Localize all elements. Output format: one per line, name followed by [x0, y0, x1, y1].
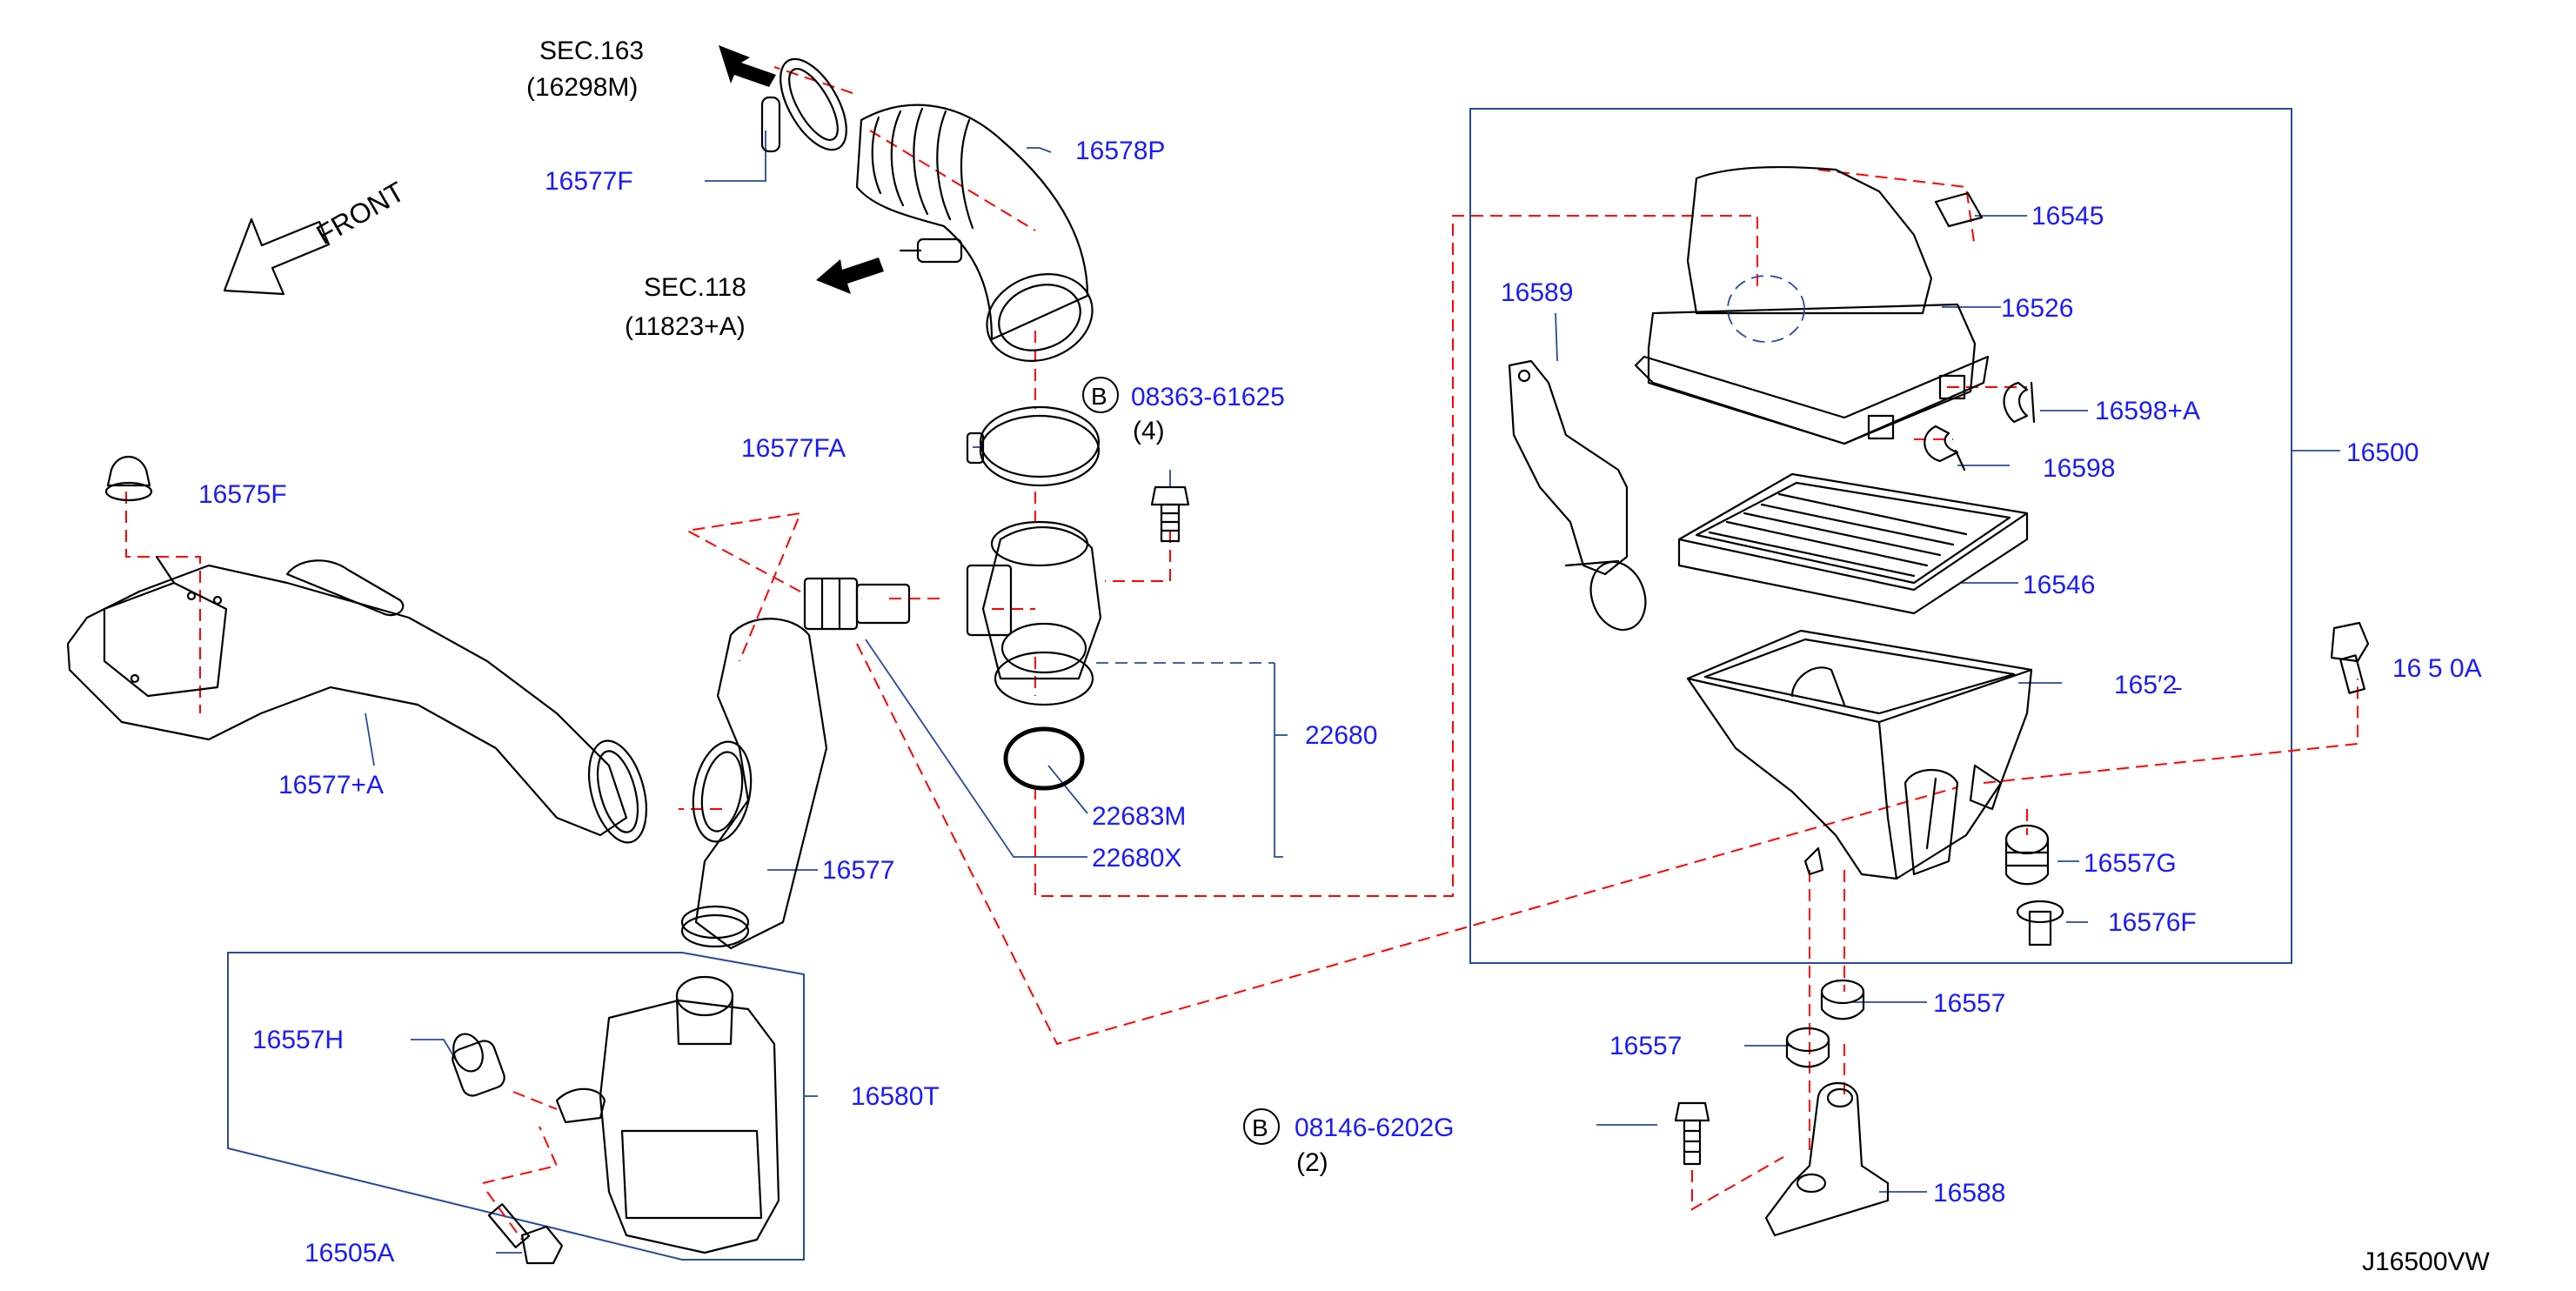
grommet-16557H — [452, 1033, 505, 1097]
label-22683M[interactable]: 22683M — [1092, 802, 1186, 831]
air-cleaner-cover-16526 — [1634, 165, 1990, 445]
label-16528[interactable]: 165′2̵ — [2114, 671, 2182, 699]
label-16577FA[interactable]: 16577FA — [741, 434, 846, 463]
insulator-16557G — [2004, 824, 2050, 886]
bolt-16500A — [2330, 621, 2370, 694]
label-16557-upper[interactable]: 16557 — [1933, 989, 2005, 1018]
label-16545 — [1934, 191, 1984, 228]
label-16589[interactable]: 16589 — [1501, 278, 1573, 307]
label-16588[interactable]: 16588 — [1933, 1179, 2005, 1207]
label-16545[interactable]: 16545 — [2031, 202, 2104, 231]
clip-16598 — [1924, 425, 1966, 472]
label-16580T[interactable]: 16580T — [851, 1082, 940, 1111]
bolt-symbol-08146: B — [1243, 1108, 1280, 1145]
hose-clamp-16577F — [760, 57, 847, 153]
bracket-16589 — [1508, 359, 1647, 632]
label-16557G[interactable]: 16557G — [2084, 849, 2177, 878]
o-ring-22683M — [1003, 726, 1085, 791]
resonator-16580T — [555, 975, 780, 1254]
label-16505A[interactable]: 16505A — [304, 1239, 394, 1268]
clip-16598A — [2003, 381, 2036, 424]
front-label: FRONT — [311, 176, 410, 251]
diagram-code: J16500VW — [2362, 1248, 2490, 1276]
leader-lines — [365, 130, 2340, 1254]
label-22680[interactable]: 22680 — [1305, 721, 1377, 750]
air-duct-16577A — [66, 555, 647, 844]
front-direction-arrow: FRONT — [223, 176, 410, 296]
grommet-16557-upper — [1820, 979, 1865, 1020]
resonator-assembly-box — [227, 952, 805, 1261]
grommet-16557-lower — [1785, 1027, 1830, 1068]
air-duct-16577 — [680, 618, 828, 950]
label-16576F[interactable]: 16576F — [2108, 908, 2197, 937]
label-16577A[interactable]: 16577+A — [278, 771, 384, 799]
label-16500A[interactable]: 16 5 0A — [2392, 654, 2482, 683]
label-16577F[interactable]: 16577F — [545, 167, 633, 196]
section-reference-163: SEC.163 (16298M) — [526, 37, 644, 102]
bolt-symbol-b: B — [1091, 383, 1107, 410]
label-08363-61625[interactable]: 08363-61625 — [1131, 383, 1285, 411]
sec118-arrow-icon — [816, 258, 884, 294]
air-flow-meter-22680 — [966, 520, 1102, 706]
air-cleaner-assembly-box — [1469, 108, 2292, 964]
air-cleaner-case-16528 — [1686, 629, 2033, 880]
label-16577[interactable]: 16577 — [822, 856, 894, 885]
bolt-symbol-08363: B — [1082, 377, 1119, 413]
section-reference-118: SEC.118 (11823+A) — [625, 273, 746, 341]
label-16546[interactable]: 16546 — [2023, 571, 2095, 599]
sec163-number: (16298M) — [526, 73, 638, 102]
bolt-08363-61625 — [1150, 485, 1190, 543]
bellows-hose-16578P — [855, 104, 1094, 362]
label-16557-lower[interactable]: 16557 — [1609, 1032, 1682, 1060]
sec118-number: (11823+A) — [625, 312, 746, 341]
label-08146-6202G[interactable]: 08146-6202G — [1295, 1114, 1455, 1142]
label-16598[interactable]: 16598 — [2043, 454, 2115, 483]
sensor-connector-22680X — [803, 577, 911, 631]
sec163-label: SEC.163 — [539, 37, 644, 65]
bolt-08146-6202G — [1674, 1101, 1710, 1166]
filter-element-16546 — [1677, 472, 2029, 615]
sec163-arrow-icon — [719, 45, 776, 87]
label-16557H[interactable]: 16557H — [252, 1026, 344, 1054]
label-16575F[interactable]: 16575F — [198, 480, 287, 509]
assembly-lines — [125, 66, 2359, 1241]
label-08146-qty: (2) — [1296, 1148, 1328, 1177]
hose-clamp-16577FA — [966, 405, 1101, 487]
label-08363-qty: (4) — [1133, 417, 1165, 445]
label-16598A[interactable]: 16598+A — [2095, 397, 2200, 425]
bolt-16505A — [487, 1203, 564, 1265]
label-22680X[interactable]: 22680X — [1092, 844, 1181, 873]
label-16578P[interactable]: 16578P — [1075, 137, 1165, 165]
sec118-label: SEC.118 — [644, 273, 746, 302]
label-16526[interactable]: 16526 — [2001, 294, 2073, 323]
bolt-symbol-b-2: B — [1252, 1114, 1268, 1141]
clip-16575F — [104, 456, 153, 502]
label-16500[interactable]: 16500 — [2346, 438, 2419, 467]
collar-16576F — [2016, 900, 2064, 947]
bracket-16588 — [1764, 1082, 1890, 1237]
